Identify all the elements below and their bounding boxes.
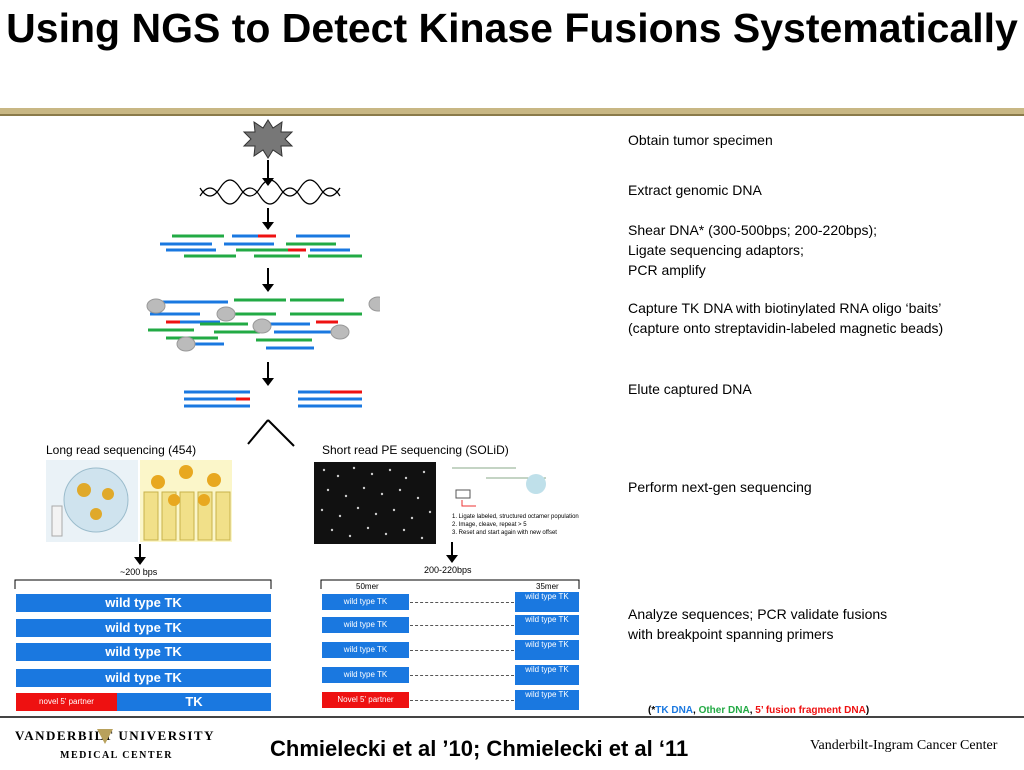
short-read-right-4: wild type TK (515, 665, 579, 685)
step-pcr: PCR amplify (628, 262, 706, 278)
short-read-right-2: wild type TK (515, 615, 579, 635)
short-read-right-1: wild type TK (515, 592, 579, 612)
note-close: ) (865, 705, 870, 716)
short-read-left-3: wild type TK (322, 642, 409, 658)
long-read-1: wild type TK (16, 594, 271, 612)
workflow-diagram (146, 119, 380, 447)
long-read-2: wild type TK (16, 619, 271, 637)
pyrosequencing-image (46, 460, 232, 542)
short-read-left-1: wild type TK (322, 594, 409, 610)
solid-beads-image (314, 462, 436, 544)
long-read-3: wild type TK (16, 643, 271, 661)
solid-chemistry-image (446, 462, 576, 544)
vanderbilt-logo-text: VANDERBILT UNIVERSITY (15, 728, 215, 743)
step-capture-detail: (capture onto streptavidin-labeled magne… (628, 320, 944, 336)
medical-center-text: MEDICAL CENTER (60, 750, 173, 761)
step-ligate: Ligate sequencing adaptors; (628, 242, 804, 258)
short-read-label: Short read PE sequencing (SOLiD) (322, 443, 509, 457)
step-elute: Elute captured DNA (628, 381, 752, 397)
right-mer-label: 35mer (536, 582, 559, 591)
short-read-fusion-partner: Novel 5' partner (322, 692, 409, 708)
note-open: (* (648, 705, 656, 716)
vicc-logo-text: Vanderbilt-Ingram Cancer Center (810, 738, 998, 753)
solid-protocol-2: 2. Image, cleave, repeat > 5 (452, 522, 527, 528)
note-sep: , (693, 705, 699, 716)
step-sequencing: Perform next-gen sequencing (628, 479, 812, 495)
title-rule (0, 108, 1024, 114)
long-read-label: Long read sequencing (454) (46, 443, 197, 457)
tumor-icon (242, 119, 294, 159)
left-mer-label: 50mer (356, 582, 379, 591)
long-read-fusion-partner: novel 5' partner (16, 693, 117, 711)
step-analyze-detail: with breakpoint spanning primers (628, 626, 834, 642)
step-extract: Extract genomic DNA (628, 182, 762, 198)
title-rule-dark (0, 114, 1024, 116)
note-fusion-dna: 5’ fusion fragment DNA (755, 705, 866, 716)
short-read-right-3: wild type TK (515, 640, 579, 660)
arrow-down-icon (134, 544, 146, 565)
page-title: Using NGS to Detect Kinase Fusions Syste… (6, 5, 1018, 51)
note-tk-dna: TK DNA (655, 705, 694, 716)
step-shear: Shear DNA* (300-500bps; 200-220bps); (628, 222, 878, 238)
note-sep: , (749, 705, 756, 716)
solid-protocol-1: 1. Ligate labeled, structured octamer po… (452, 514, 579, 520)
pair-connector (410, 625, 514, 626)
pair-connector (410, 675, 514, 676)
left-bps-label: ~200 bps (120, 567, 158, 577)
short-read-right-5: wild type TK (515, 690, 579, 710)
long-read-4: wild type TK (16, 669, 271, 687)
right-bps-label: 200-220bps (424, 565, 472, 575)
short-read-left-2: wild type TK (322, 617, 409, 633)
citation: Chmielecki et al ’10; Chmielecki et al ‘… (270, 736, 689, 761)
left-bracket (14, 579, 272, 589)
arrow-down-icon (446, 542, 458, 563)
pair-connector (410, 650, 514, 651)
footer (0, 716, 1024, 770)
step-analyze: Analyze sequences; PCR validate fusions (628, 606, 888, 622)
right-bracket (320, 579, 580, 589)
pair-connector (410, 700, 514, 701)
color-legend-note: (*TK DNA, Other DNA, 5’ fusion fragment … (648, 705, 869, 716)
vanderbilt-v-logo-icon (97, 729, 113, 744)
long-read-fusion-tk: TK (117, 693, 271, 711)
solid-protocol-3: 3. Reset and start again with new offset (452, 530, 557, 536)
pair-connector (410, 602, 514, 603)
short-read-left-4: wild type TK (322, 667, 409, 683)
step-capture: Capture TK DNA with biotinylated RNA oli… (628, 300, 942, 316)
note-other-dna: Other DNA (698, 705, 750, 716)
step-obtain: Obtain tumor specimen (628, 132, 773, 148)
